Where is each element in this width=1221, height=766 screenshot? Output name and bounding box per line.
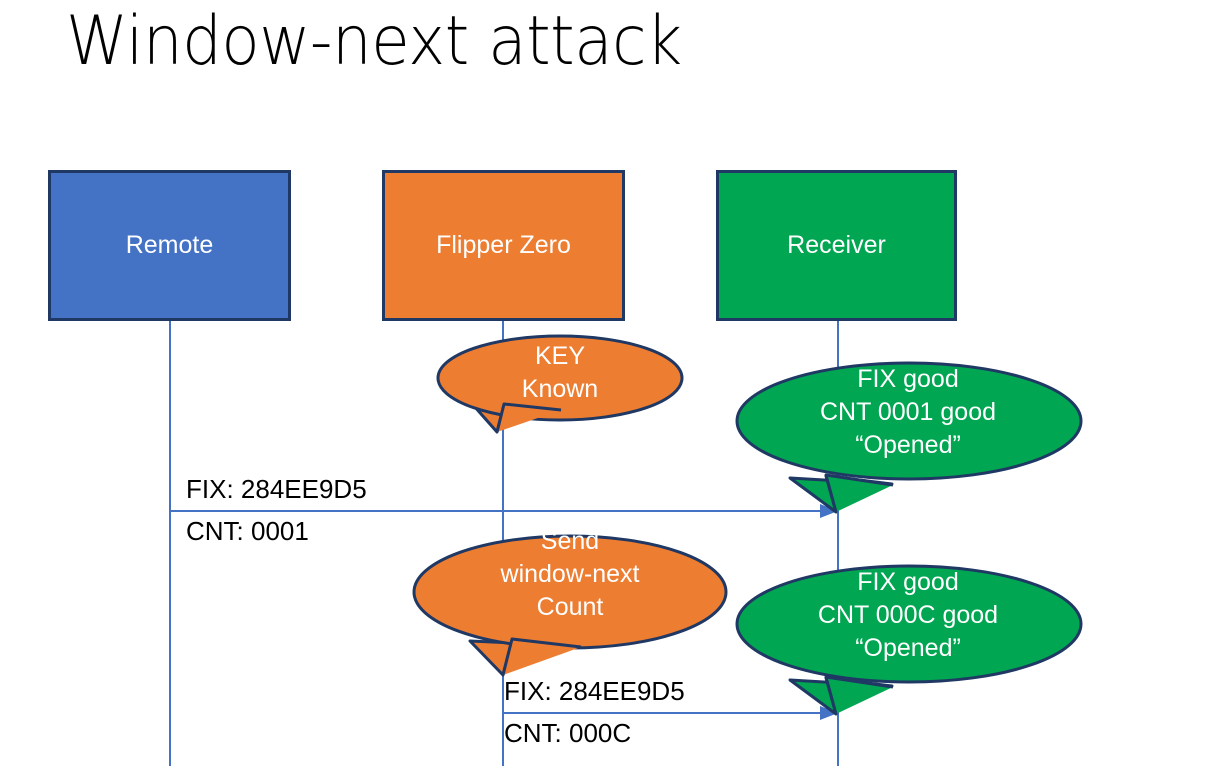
message-2-cnt-label: CNT: 000C bbox=[504, 718, 632, 748]
arrow-flipper-to-receiver bbox=[503, 706, 838, 720]
actor-label-remote: Remote bbox=[125, 231, 214, 259]
bubble-send-window-next[interactable] bbox=[412, 534, 728, 677]
actor-box-flipper[interactable]: Flipper Zero bbox=[382, 170, 625, 321]
actor-box-receiver[interactable]: Receiver bbox=[716, 170, 957, 321]
bubble-key-known[interactable] bbox=[436, 334, 684, 434]
bubble-receiver-ok-1[interactable] bbox=[735, 361, 1083, 514]
bubble-receiver-ok-2[interactable] bbox=[735, 564, 1083, 716]
arrow-remote-to-receiver bbox=[170, 504, 838, 518]
actor-label-receiver: Receiver bbox=[787, 231, 886, 259]
page-title: Window-next attack bbox=[66, 2, 682, 81]
actor-box-remote[interactable]: Remote bbox=[48, 170, 291, 321]
message-1-fix-label: FIX: 284EE9D5 bbox=[186, 474, 367, 504]
actor-label-flipper: Flipper Zero bbox=[436, 231, 571, 259]
message-2-fix-label: FIX: 284EE9D5 bbox=[504, 676, 685, 706]
message-1-cnt-label: CNT: 0001 bbox=[186, 516, 309, 546]
